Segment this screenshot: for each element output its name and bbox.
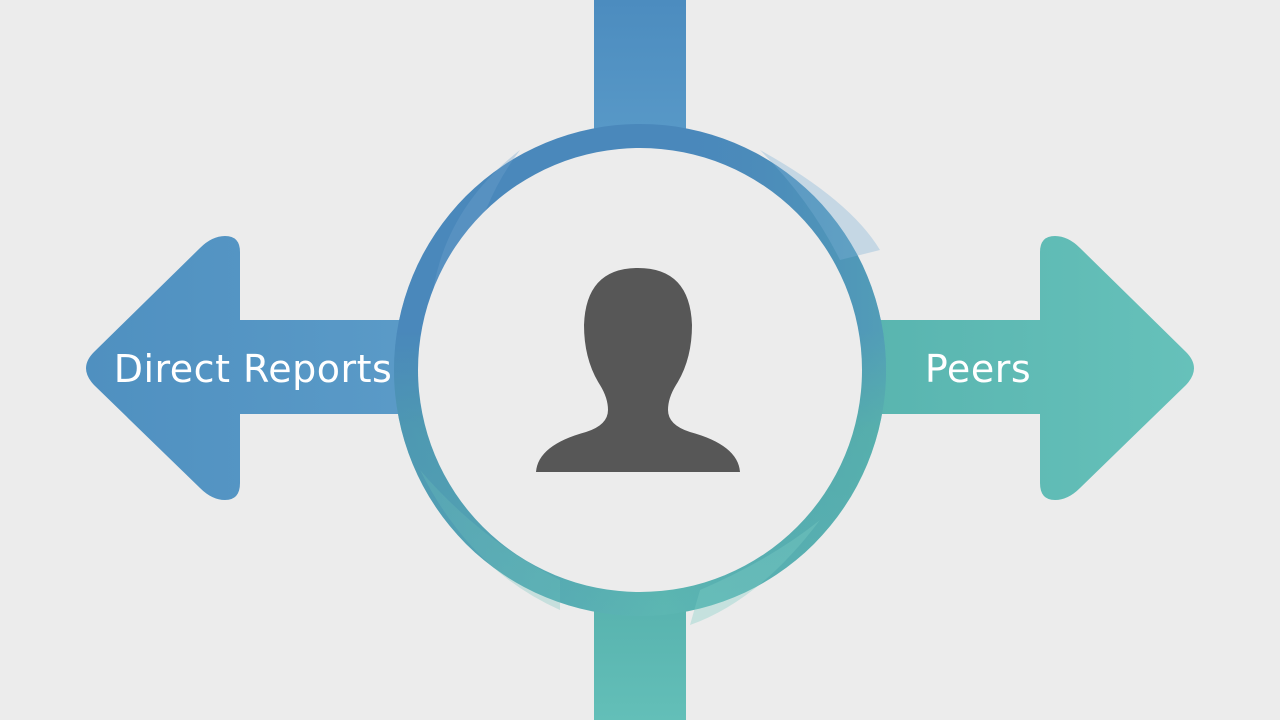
left-arrow-direct-reports: Direct Reports	[86, 236, 430, 500]
right-arrow-shape	[850, 236, 1194, 500]
right-arrow-peers: Peers	[850, 236, 1194, 500]
person-silhouette-icon	[536, 268, 740, 472]
left-arrow-label: Direct Reports	[114, 347, 393, 391]
left-arrow-shape	[86, 236, 430, 500]
right-arrow-label: Peers	[925, 347, 1031, 391]
